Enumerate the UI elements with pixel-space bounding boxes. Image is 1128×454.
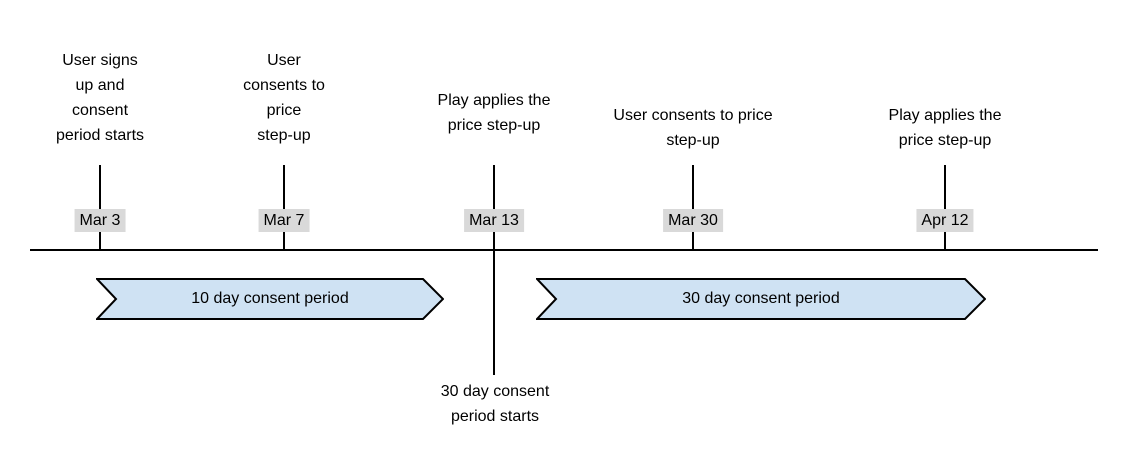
event-tick-mar3	[99, 165, 101, 251]
event-tick-mar30	[692, 165, 694, 251]
event-label-apply-2: Play applies the price step-up	[888, 107, 1002, 149]
event-tick-mar13	[493, 165, 495, 375]
annotation-consent-start: 30 day consent period starts	[440, 383, 550, 425]
event-tick-apr12	[944, 165, 946, 251]
period-label-10day: 10 day consent period	[191, 290, 349, 307]
event-tick-mar7	[283, 165, 285, 251]
chevron-arrow-polygon	[536, 278, 986, 320]
consent-period-arrow-10day: 10 day consent period	[96, 278, 444, 320]
event-date-chip: Mar 7	[258, 209, 310, 232]
chevron-arrow-shape	[96, 278, 444, 320]
chevron-arrow-shape	[536, 278, 986, 320]
event-date-chip: Apr 12	[916, 209, 974, 232]
event-date-chip: Mar 3	[74, 209, 126, 232]
timeline-axis	[30, 249, 1098, 251]
period-label-30day: 30 day consent period	[682, 290, 840, 307]
event-label-signup: User signs up and consent period starts	[55, 52, 145, 144]
event-date-chip: Mar 13	[464, 209, 524, 232]
event-label-consent-1: User consents to price step-up	[243, 52, 325, 144]
event-label-consent-2: User consents to price step-up	[613, 107, 773, 149]
consent-period-arrow-30day: 30 day consent period	[536, 278, 986, 320]
event-date-chip: Mar 30	[663, 209, 723, 232]
event-label-apply-1: Play applies the price step-up	[437, 92, 551, 134]
chevron-arrow-polygon	[96, 278, 444, 320]
